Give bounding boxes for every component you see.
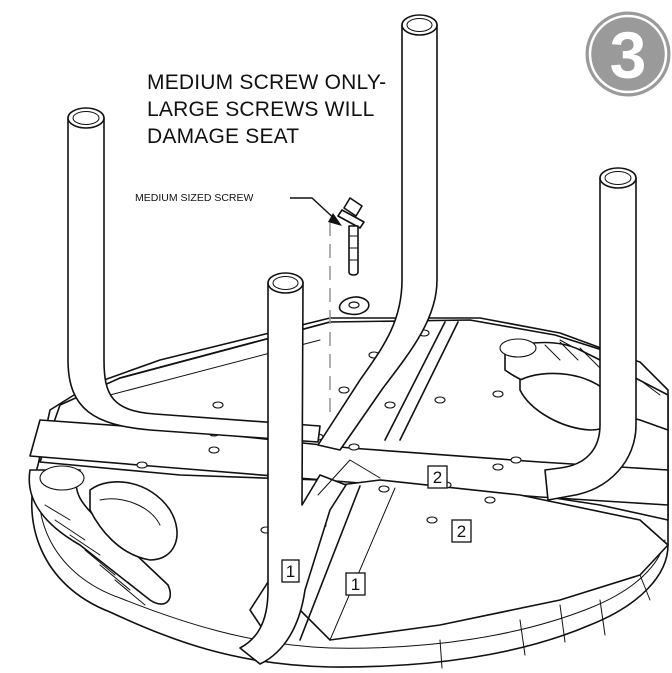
svg-text:1: 1: [286, 562, 295, 581]
warning-line-3: DAMAGE SEAT: [147, 125, 299, 148]
callout-leader: [290, 197, 339, 223]
part-label-seat-1: 1: [345, 572, 366, 596]
svg-text:2: 2: [433, 468, 442, 487]
step-badge: 3: [582, 8, 672, 100]
leg-back-left: [67, 107, 321, 443]
target-hole: [338, 296, 370, 316]
warning-line-1: MEDIUM SCREW ONLY-: [147, 71, 386, 94]
seat-handle-left: [28, 469, 172, 605]
leg-back-center: [317, 14, 438, 451]
part-label-leg-2: 2: [427, 465, 448, 489]
svg-text:1: 1: [351, 575, 360, 594]
leg-front: [239, 272, 381, 665]
warning-text: MEDIUM SCREW ONLY- LARGE SCREWS WILL DAM…: [147, 71, 386, 148]
part-label-leg-1: 1: [281, 559, 300, 583]
svg-text:2: 2: [457, 522, 466, 541]
part-label-seat-2: 2: [451, 519, 472, 543]
leg-right: [544, 167, 637, 501]
warning-line-2: LARGE SCREWS WILL: [147, 98, 374, 121]
screw-icon: [337, 197, 365, 276]
screw-callout: MEDIUM SIZED SCREW: [135, 192, 342, 226]
step-number: 3: [610, 18, 647, 92]
callout-label: MEDIUM SIZED SCREW: [135, 192, 254, 204]
